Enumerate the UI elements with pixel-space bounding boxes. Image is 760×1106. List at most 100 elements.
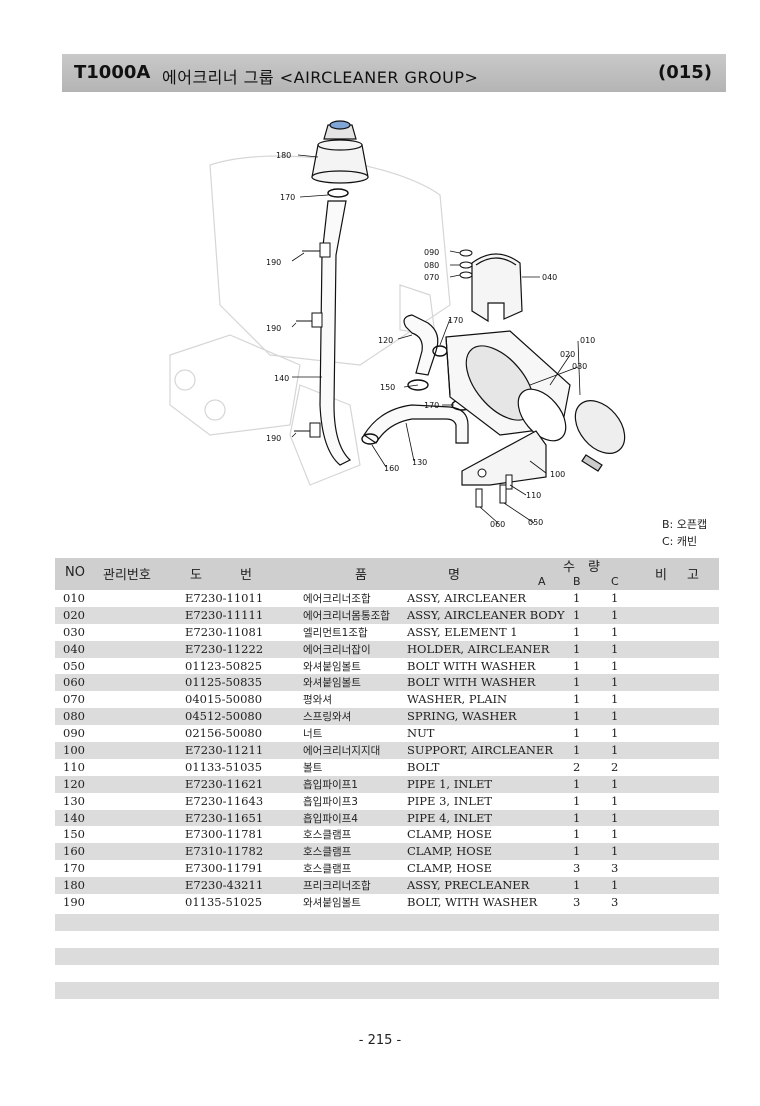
qty-b-cell: 1 (573, 844, 581, 859)
callout: 070 (424, 273, 439, 282)
qty-c-cell: 1 (611, 692, 619, 707)
callout-labels: 180 170 190 190 140 190 090 080 070 040 … (266, 151, 595, 529)
inlet-pipe-3 (363, 404, 469, 444)
korean-name-cell: 흡입파이프1 (303, 778, 358, 791)
korean-name-cell: 스프링와셔 (303, 711, 352, 724)
aircleaner-support (461, 430, 547, 486)
table-header: NO 관리번호 도 번 품 명 수 량 A B C 비 고 (55, 558, 719, 590)
part-number-cell: E7300-11781 (185, 827, 264, 842)
part-number-cell: E7230-11621 (185, 776, 264, 791)
precleaner-part (311, 120, 369, 184)
page-number: - 215 - (358, 1033, 402, 1048)
qty-b-cell: 1 (573, 692, 581, 707)
part-no-cell: 040 (63, 641, 85, 656)
qty-c-cell: 1 (611, 624, 619, 639)
part-number-cell: E7230-11643 (185, 793, 264, 808)
aircleaner-cap (574, 400, 626, 472)
part-no-cell: 100 (63, 743, 85, 758)
blank-row (55, 948, 719, 965)
header-do: 도 (190, 568, 202, 583)
header-no: NO (65, 565, 85, 580)
part-no-cell: 120 (63, 776, 85, 791)
part-no-cell: 080 (63, 709, 85, 724)
header-a: A (538, 575, 546, 588)
callout: 150 (380, 383, 395, 392)
part-no-cell: 110 (63, 759, 85, 774)
callout: 060 (490, 520, 505, 529)
qty-b-cell: 1 (573, 607, 581, 622)
part-number-cell: E7230-43211 (185, 878, 264, 893)
english-name-cell: WASHER, PLAIN (407, 692, 508, 707)
english-name-cell: CLAMP, HOSE (407, 844, 492, 859)
section-code: (015) (657, 62, 712, 83)
part-number-cell: 01133-51035 (185, 759, 263, 774)
part-number-cell: 04015-50080 (185, 692, 263, 707)
callout: 140 (274, 374, 289, 383)
korean-name-cell: 와셔붙임볼트 (303, 677, 361, 690)
english-name-cell: HOLDER, AIRCLEANER (407, 641, 550, 656)
part-no-cell: 090 (63, 726, 85, 741)
callout: 110 (526, 491, 541, 500)
qty-c-cell: 1 (611, 709, 619, 724)
korean-name-cell: 호스클램프 (303, 829, 352, 842)
qty-c-cell: 1 (611, 827, 619, 842)
callout: 030 (572, 362, 587, 371)
korean-name-cell: 에어크리너몸통조합 (303, 609, 390, 622)
blank-row (55, 914, 719, 931)
qty-c-cell: 1 (611, 810, 619, 825)
korean-name-cell: 와셔붙임볼트 (303, 660, 361, 673)
qty-b-cell: 3 (573, 895, 581, 910)
header-myeong: 명 (448, 568, 460, 583)
page-title: 에어크리너 그룹 <AIRCLEANER GROUP> (162, 68, 479, 87)
english-name-cell: SPRING, WASHER (407, 709, 517, 724)
part-no-cell: 170 (63, 861, 85, 876)
inlet-pipe-4 (319, 200, 352, 466)
korean-name-cell: 너트 (303, 728, 323, 741)
part-no-cell: 020 (63, 607, 85, 622)
callout: 090 (424, 248, 439, 257)
callout: 170 (448, 316, 463, 325)
part-no-cell: 050 (63, 658, 85, 673)
header-pum: 품 (355, 568, 367, 583)
english-name-cell: PIPE 3, INLET (407, 793, 493, 808)
qty-c-cell: 2 (611, 759, 619, 774)
callout: 010 (580, 336, 595, 345)
part-number-cell: 01135-51025 (185, 895, 263, 910)
english-name-cell: PIPE 1, INLET (407, 776, 493, 791)
korean-name-cell: 흡입파이프3 (303, 795, 358, 808)
qty-c-cell: 1 (611, 591, 619, 605)
part-no-cell: 150 (63, 827, 85, 842)
english-name-cell: PIPE 4, INLET (407, 810, 493, 825)
qty-b-cell: 1 (573, 743, 581, 758)
aircleaner-body (445, 330, 571, 442)
english-name-cell: ASSY, AIRCLEANER (407, 591, 527, 605)
qty-b-cell: 1 (573, 624, 581, 639)
qty-b-cell: 1 (573, 641, 581, 656)
callout: 180 (276, 151, 291, 160)
qty-b-cell: 1 (573, 675, 581, 690)
qty-c-cell: 1 (611, 641, 619, 656)
korean-name-cell: 흡입파이프4 (303, 812, 358, 825)
callout: 040 (542, 273, 557, 282)
korean-name-cell: 볼트 (303, 761, 323, 774)
qty-c-cell: 3 (611, 895, 619, 910)
callout: 190 (266, 434, 281, 443)
qty-c-cell: 3 (611, 861, 619, 876)
model-name: T1000A (74, 62, 151, 83)
qty-b-cell: 3 (573, 861, 581, 876)
qty-b-cell: 1 (573, 591, 581, 605)
korean-name-cell: 프리크리너조합 (303, 880, 371, 893)
part-no-cell: 140 (63, 810, 85, 825)
